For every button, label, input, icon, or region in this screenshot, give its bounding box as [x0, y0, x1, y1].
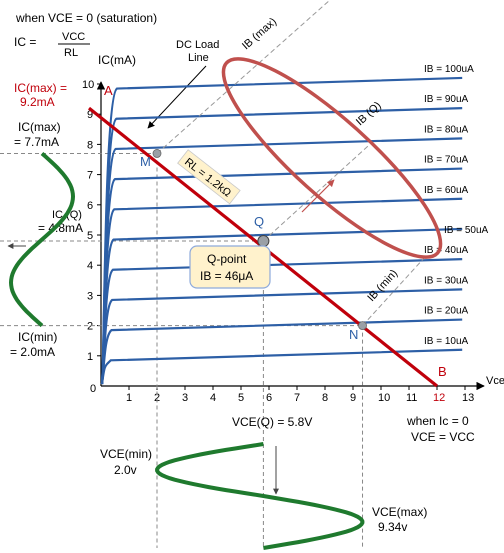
rl-label-box — [177, 149, 241, 205]
qpoint-box — [189, 245, 271, 289]
y-tick-label: 3 — [87, 290, 93, 302]
ib-curves — [100, 76, 463, 385]
ic-max-sat-label-1: IC(max) = — [14, 81, 67, 95]
point-q-label: Q — [254, 214, 264, 229]
b-tick-label: 12 — [433, 392, 445, 404]
ib-label-70uA: IB = 70uA — [424, 155, 469, 166]
origin-label: 0 — [90, 383, 96, 395]
cutoff-label-1: when Ic = 0 — [406, 414, 469, 428]
y-tick-labels: 1 2 3 4 5 6 7 8 9 10 — [82, 79, 101, 363]
qpoint-label-1: Q-point — [207, 252, 247, 266]
ib-label-20uA: IB = 20uA — [424, 306, 469, 317]
ic-max-sat-label-2: 9.2mA — [20, 95, 55, 109]
x-tick-label: 1 — [126, 392, 132, 404]
vce-min-label-2: 2.0v — [114, 463, 137, 477]
point-m-label: M — [140, 154, 151, 169]
y-tick-label: 1 — [87, 351, 93, 363]
y-tick-label: 4 — [87, 260, 93, 272]
point-a-label: A — [104, 83, 113, 98]
op-point-Q — [257, 235, 270, 248]
saturation-title: when VCE = 0 (saturation) — [15, 11, 157, 25]
ib-curve-10uA — [100, 348, 463, 385]
x-tick-label: 8 — [322, 392, 328, 404]
ib-curve-100uA — [100, 76, 463, 385]
dc-load-line-label-1: DC Load — [176, 39, 219, 51]
operating-points — [152, 149, 367, 331]
ib-guide-label-0: IB (max) — [240, 16, 279, 53]
x-tick-label: 11 — [406, 392, 417, 404]
y-tick-label: 10 — [82, 79, 94, 91]
vce-max-label-2: 9.34v — [378, 520, 407, 534]
x-tick-label: 10 — [378, 392, 390, 404]
formula-numerator: VCC — [62, 31, 85, 43]
vce-min-label-1: VCE(min) — [100, 447, 152, 461]
ib-label-30uA: IB = 30uA — [424, 275, 469, 286]
ic-max-label-2: = 7.7mA — [14, 135, 59, 149]
ib-label-90uA: IB = 90uA — [424, 94, 469, 105]
y-tick-label: 5 — [87, 230, 93, 242]
x-tick-label: 2 — [154, 392, 160, 404]
ib-curve-30uA — [100, 288, 463, 385]
ib-label-60uA: IB = 60uA — [424, 185, 469, 196]
qpoint-label-2: IB = 46μA — [200, 269, 253, 283]
y-tick-label: 7 — [87, 170, 93, 182]
ib-label-100uA: IB = 100uA — [424, 64, 474, 75]
ic-max-label-1: IC(max) — [18, 120, 61, 134]
y-tick-label: 2 — [87, 321, 93, 333]
x-tick-label: 9 — [350, 392, 356, 404]
point-b-label: B — [438, 364, 447, 379]
dc-load-line-label-2: Line — [188, 52, 209, 64]
y-tick-label: 8 — [87, 139, 93, 151]
ib-guide-line-0 — [156, 0, 331, 154]
formula-lhs: IC = — [14, 35, 36, 49]
x-tick-label: 7 — [294, 392, 300, 404]
op-point-N — [358, 321, 367, 331]
x-axis-title: Vce — [486, 375, 504, 387]
y-axis-title: IC(mA) — [98, 53, 136, 67]
ib-label-10uA: IB = 10uA — [424, 336, 469, 347]
x-tick-label: 13 — [462, 392, 474, 404]
ic-min-label-2: = 2.0mA — [10, 345, 55, 359]
y-tick-label: 6 — [87, 200, 93, 212]
ic-waveform — [8, 151, 76, 328]
ib-label-80uA: IB = 80uA — [424, 124, 469, 135]
x-tick-label: 6 — [266, 392, 272, 404]
dc-load-line-pointer — [147, 65, 207, 129]
vce-waveform — [155, 442, 365, 550]
ic-min-label-1: IC(min) — [18, 330, 57, 344]
vce-max-label-1: VCE(max) — [372, 505, 427, 519]
op-point-M — [152, 149, 162, 158]
ib-guide-label-1: IB (Q) — [354, 100, 384, 129]
y-tick-label: 9 — [87, 109, 93, 121]
formula-denominator: RL — [64, 47, 78, 59]
ib-swing-ellipse — [221, 57, 443, 259]
ib-label-50uA: IB = 50uA — [444, 225, 489, 236]
cutoff-label-2: VCE = VCC — [411, 430, 475, 444]
vce-q-label: VCE(Q) = 5.8V — [232, 415, 312, 429]
point-n-label: N — [349, 327, 358, 342]
ib-guide-label-2: IB (min) — [365, 267, 400, 304]
x-tick-label: 5 — [238, 392, 244, 404]
ib-swing-arrow — [301, 179, 335, 213]
ib-label-40uA: IB = 40uA — [424, 245, 469, 256]
ib-curve-labels: IB = 10uA IB = 20uA IB = 30uA IB = 40uA IB =… — [424, 64, 489, 347]
x-tick-label: 3 — [182, 392, 188, 404]
x-tick-label: 4 — [210, 392, 216, 404]
